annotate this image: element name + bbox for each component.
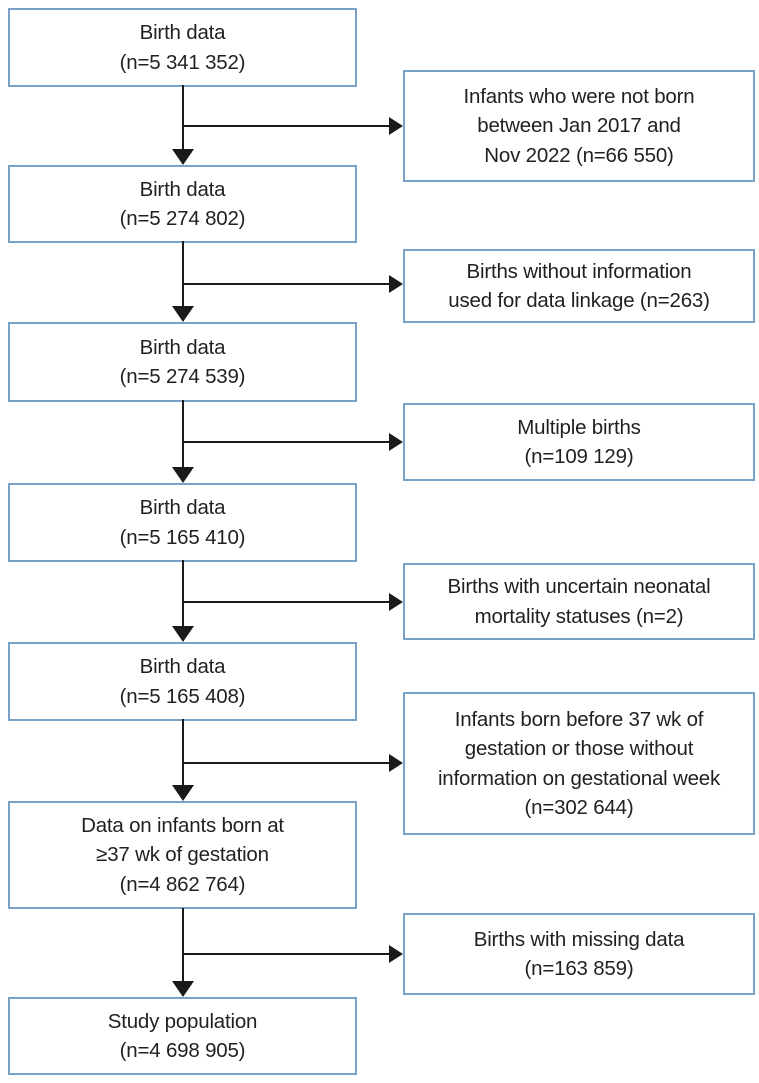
exclusion-box-multiple-births: Multiple births (n=109 129) — [403, 403, 755, 481]
connector-line-vertical — [182, 85, 184, 149]
flow-box-birth-data-3: Birth data (n=5 274 539) — [8, 322, 357, 402]
connector-line-vertical — [182, 719, 184, 785]
connector-line-vertical — [182, 560, 184, 626]
flow-box-label: Birth data (n=5 274 539) — [119, 335, 246, 388]
connector-line-vertical — [182, 241, 184, 306]
flow-box-label: Birth data (n=5 341 352) — [119, 21, 246, 74]
connector-line-horizontal — [183, 762, 389, 764]
arrow-down-icon — [172, 467, 194, 483]
connector-line-horizontal — [183, 601, 389, 603]
connector-line-horizontal — [183, 441, 389, 443]
arrow-down-icon — [172, 149, 194, 165]
arrow-down-icon — [172, 785, 194, 801]
arrow-right-icon — [389, 945, 403, 963]
flow-box-study-population: Study population (n=4 698 905) — [8, 997, 357, 1075]
connector-line-horizontal — [183, 283, 389, 285]
flow-box-birth-data-1: Birth data (n=5 341 352) — [8, 8, 357, 87]
exclusion-box-preterm-or-no-gestation-info: Infants born before 37 wk of gestation o… — [403, 692, 755, 835]
arrow-right-icon — [389, 433, 403, 451]
exclusion-box-label: Births with missing data (n=163 859) — [473, 927, 685, 980]
exclusion-box-missing-data: Births with missing data (n=163 859) — [403, 913, 755, 995]
flow-box-term-infants: Data on infants born at ≥37 wk of gestat… — [8, 801, 357, 909]
flow-box-label: Data on infants born at ≥37 wk of gestat… — [81, 814, 284, 896]
connector-line-horizontal — [183, 953, 389, 955]
connector-line-vertical — [182, 400, 184, 467]
exclusion-box-label: Infants born before 37 wk of gestation o… — [437, 708, 721, 819]
flow-box-birth-data-4: Birth data (n=5 165 410) — [8, 483, 357, 562]
arrow-down-icon — [172, 626, 194, 642]
exclusion-box-label: Multiple births (n=109 129) — [517, 415, 641, 468]
arrow-right-icon — [389, 754, 403, 772]
flow-box-label: Birth data (n=5 274 802) — [119, 177, 246, 230]
arrow-right-icon — [389, 593, 403, 611]
exclusion-box-label: Births without information used for data… — [448, 259, 710, 312]
flow-box-label: Birth data (n=5 165 408) — [119, 655, 246, 708]
flow-box-birth-data-5: Birth data (n=5 165 408) — [8, 642, 357, 721]
arrow-right-icon — [389, 275, 403, 293]
exclusion-box-label: Births with uncertain neonatal mortality… — [447, 575, 711, 628]
exclusion-box-not-born-in-period: Infants who were not born between Jan 20… — [403, 70, 755, 182]
arrow-right-icon — [389, 117, 403, 135]
exclusion-box-uncertain-mortality: Births with uncertain neonatal mortality… — [403, 563, 755, 640]
exclusion-box-no-linkage-info: Births without information used for data… — [403, 249, 755, 323]
exclusion-box-label: Infants who were not born between Jan 20… — [463, 85, 695, 167]
flow-box-label: Birth data (n=5 165 410) — [119, 496, 246, 549]
flow-box-label: Study population (n=4 698 905) — [107, 1009, 258, 1062]
arrow-down-icon — [172, 981, 194, 997]
arrow-down-icon — [172, 306, 194, 322]
connector-line-vertical — [182, 908, 184, 981]
flow-box-birth-data-2: Birth data (n=5 274 802) — [8, 165, 357, 243]
connector-line-horizontal — [183, 125, 389, 127]
